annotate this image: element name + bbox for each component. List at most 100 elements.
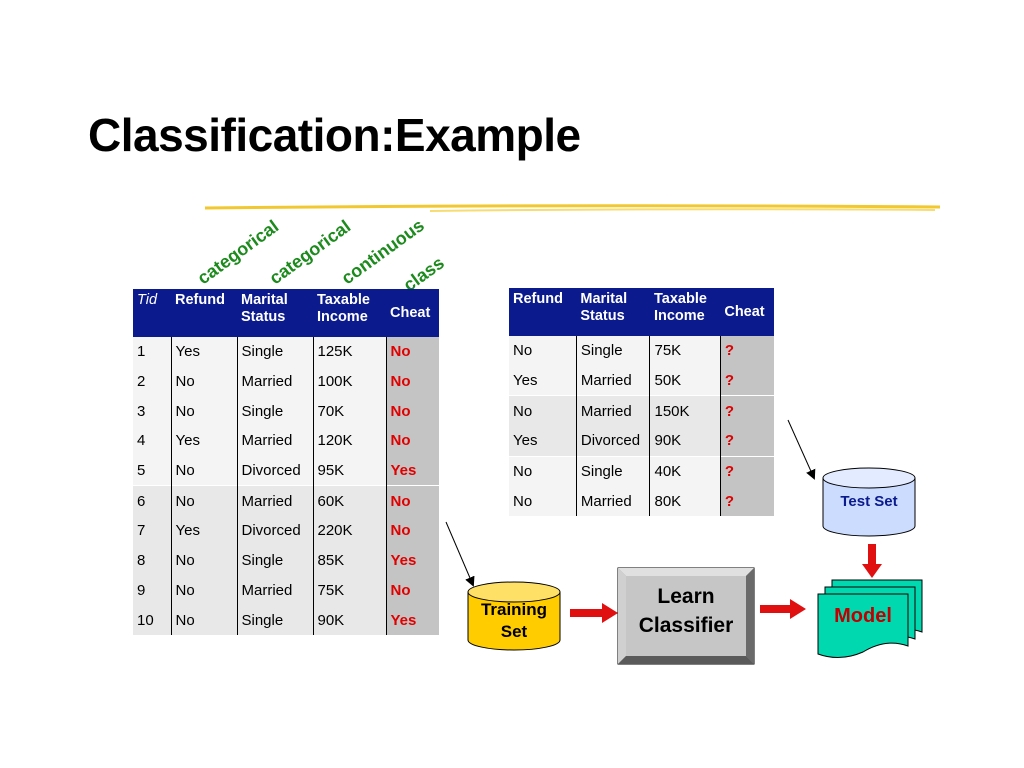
training-table-cell: No bbox=[386, 426, 439, 456]
test-set-cylinder bbox=[822, 467, 916, 537]
training-set-cylinder bbox=[467, 581, 561, 651]
test-header-refund: Refund bbox=[509, 288, 577, 336]
test-table-cell: ? bbox=[720, 365, 774, 396]
training-table-cell: 70K bbox=[313, 396, 387, 427]
training-table-cell: 1 bbox=[133, 337, 172, 367]
test-table-cell: Married bbox=[576, 365, 651, 396]
test-table-cell: No bbox=[509, 455, 577, 487]
test-table-cell: Married bbox=[576, 395, 651, 427]
test-table-cell: Single bbox=[576, 455, 651, 487]
learn-classifier-label: Learn Classifier bbox=[626, 582, 746, 640]
training-table-cell: No bbox=[386, 396, 439, 427]
test-table: Refund Marital Status Taxable Income Che… bbox=[509, 288, 774, 517]
test-header-cheat: Cheat bbox=[720, 288, 774, 336]
training-table-cell: Yes bbox=[386, 605, 439, 635]
training-table-cell: 75K bbox=[313, 575, 387, 606]
training-set-label: Training Set bbox=[468, 599, 560, 643]
training-table-cell: No bbox=[171, 366, 238, 397]
header-tid: Tid bbox=[133, 289, 171, 337]
test-table-cell: 75K bbox=[649, 336, 721, 366]
test-table-cell: 50K bbox=[649, 365, 721, 396]
training-table-cell: 8 bbox=[133, 545, 172, 576]
header-refund: Refund bbox=[171, 289, 237, 337]
test-table-cell: 90K bbox=[649, 426, 721, 457]
test-header-taxable-income: Taxable Income bbox=[649, 288, 721, 336]
arrow-learn-to-model bbox=[760, 599, 806, 619]
arrow-training-to-learn bbox=[570, 603, 618, 623]
test-table-cell: ? bbox=[720, 486, 774, 517]
training-table-cell: Married bbox=[237, 485, 314, 517]
test-table-cell: ? bbox=[720, 336, 774, 366]
training-table-cell: Yes bbox=[171, 516, 238, 546]
training-table-cell: No bbox=[171, 455, 238, 486]
training-table-cell: No bbox=[386, 366, 439, 397]
model-text: Model bbox=[834, 605, 892, 627]
test-table-cell: 80K bbox=[649, 486, 721, 517]
training-table-cell: No bbox=[171, 605, 238, 635]
header-cheat: Cheat bbox=[386, 289, 439, 337]
training-table-cell: No bbox=[171, 396, 238, 427]
training-table-cell: 125K bbox=[313, 337, 387, 367]
training-table-cell: Single bbox=[237, 545, 314, 576]
training-table-cell: Divorced bbox=[237, 455, 314, 486]
training-table-cell: 120K bbox=[313, 426, 387, 456]
training-table-cell: Divorced bbox=[237, 516, 314, 546]
training-table-cell: No bbox=[386, 485, 439, 517]
model-documents bbox=[817, 579, 923, 658]
test-table-cell: No bbox=[509, 486, 577, 517]
training-table-cell: No bbox=[386, 337, 439, 367]
training-table-cell: Yes bbox=[386, 455, 439, 486]
learn-classifier-box bbox=[617, 567, 755, 665]
test-set-text: Test Set bbox=[840, 493, 898, 510]
page-title: Classification:Example bbox=[88, 109, 581, 161]
test-table-cell: Yes bbox=[509, 426, 577, 457]
test-table-cell: No bbox=[509, 395, 577, 427]
training-table-cell: 7 bbox=[133, 516, 172, 546]
test-table-cell: Married bbox=[576, 486, 651, 517]
training-table-cell: 95K bbox=[313, 455, 387, 486]
training-table-cell: 2 bbox=[133, 366, 172, 397]
test-pointer-line bbox=[787, 419, 816, 480]
test-table-cell: 40K bbox=[649, 455, 721, 487]
training-table-cell: 3 bbox=[133, 396, 172, 427]
test-header-marital-status: Marital Status bbox=[576, 288, 650, 336]
training-table-cell: Married bbox=[237, 366, 314, 397]
training-table-cell: No bbox=[386, 516, 439, 546]
training-table-cell: 10 bbox=[133, 605, 172, 635]
header-taxable-income: Taxable Income bbox=[313, 289, 386, 337]
training-pointer-line bbox=[445, 521, 475, 587]
training-set-text: Training Set bbox=[480, 600, 548, 641]
training-table-cell: No bbox=[386, 575, 439, 606]
test-table-cell: ? bbox=[720, 395, 774, 427]
training-table-cell: 5 bbox=[133, 455, 172, 486]
training-table-cell: Yes bbox=[171, 426, 238, 456]
training-table: Tid Refund Marital Status Taxable Income… bbox=[133, 289, 439, 635]
training-table-cell: Single bbox=[237, 337, 314, 367]
training-table-cell: 85K bbox=[313, 545, 387, 576]
test-table-cell: No bbox=[509, 336, 577, 366]
training-table-cell: Yes bbox=[171, 337, 238, 367]
test-set-label: Test Set bbox=[838, 492, 900, 512]
training-table-cell: 220K bbox=[313, 516, 387, 546]
learn-classifier-text: Learn Classifier bbox=[638, 585, 734, 637]
header-marital-status: Marital Status bbox=[237, 289, 313, 337]
test-table-cell: ? bbox=[720, 455, 774, 487]
test-table-cell: Yes bbox=[509, 365, 577, 396]
training-table-cell: Married bbox=[237, 575, 314, 606]
training-table-cell: 60K bbox=[313, 485, 387, 517]
